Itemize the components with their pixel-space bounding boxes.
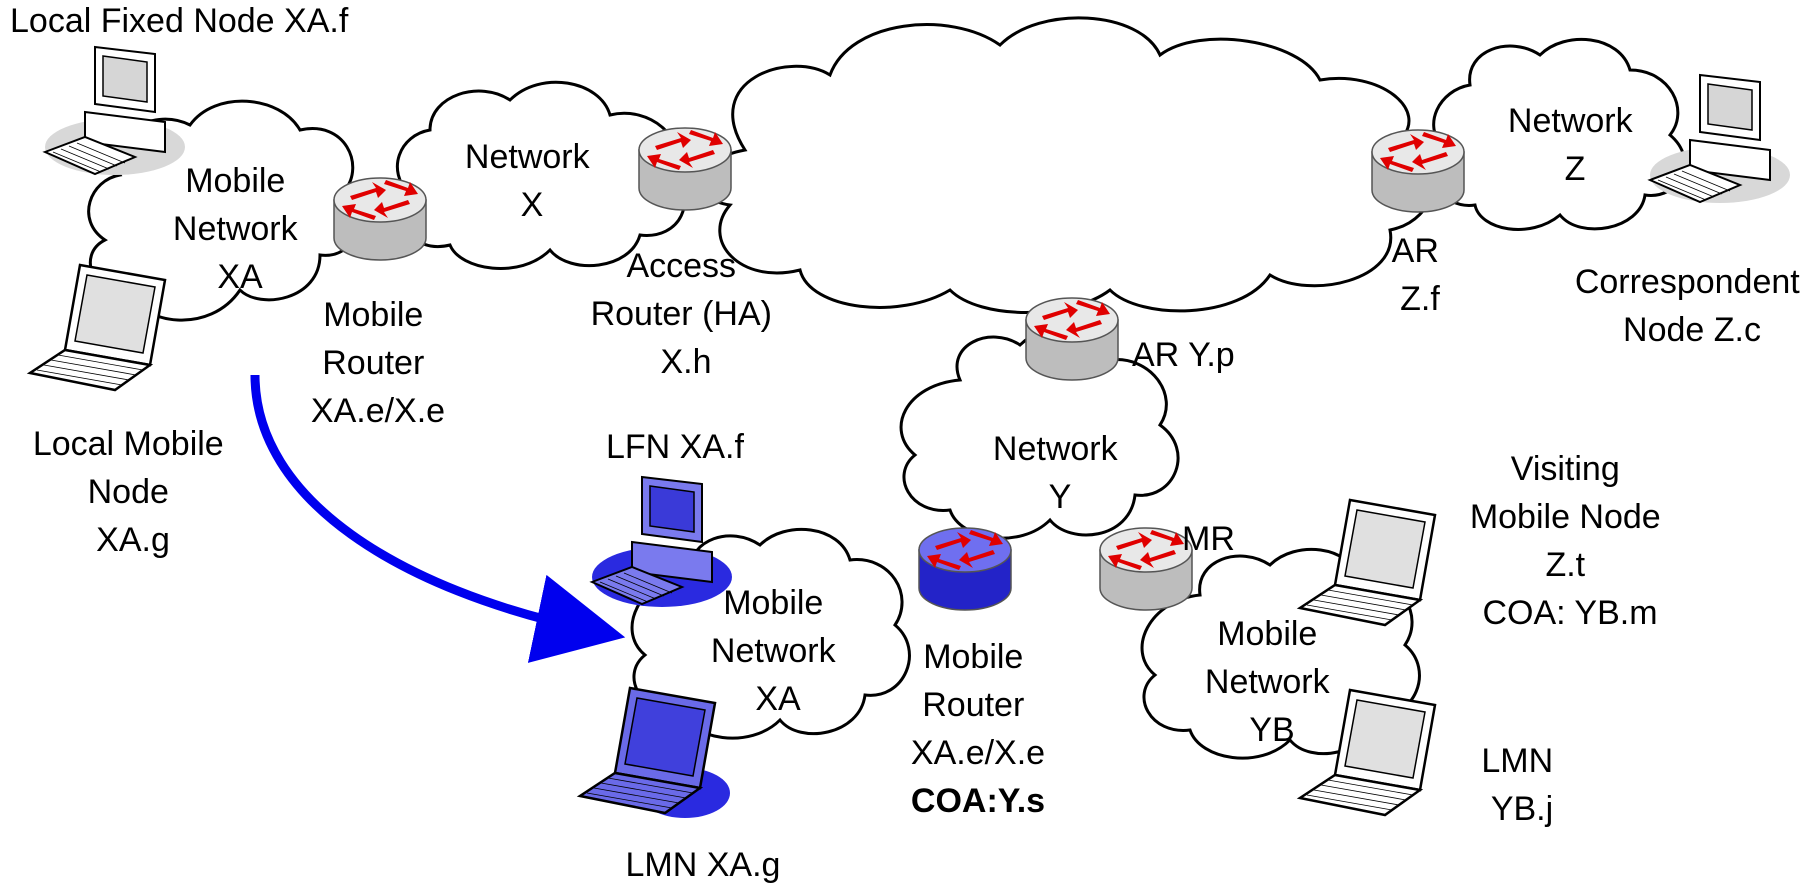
- ar-z-router-icon: [1371, 129, 1465, 213]
- mobile-router-bottom-label: Mobile Router XA.e/X.e: [911, 638, 1045, 772]
- mr-label: MR: [1182, 520, 1235, 558]
- cloud-internet-core: [700, 16, 1435, 314]
- local-fixed-node-desktop-computer-icon: [42, 45, 185, 176]
- ar-z-label: AR Z.f: [1392, 232, 1449, 318]
- lmn-ybj-laptop-icon: [1296, 688, 1437, 817]
- network-z-label: Network Z: [1508, 102, 1642, 188]
- local-fixed-node-label: Local Fixed Node XA.f: [10, 2, 349, 40]
- movement-arrow: [250, 374, 626, 663]
- lfn-xaf-desktop-computer-icon: [589, 475, 732, 607]
- mobile-network-yb-label: Mobile Network YB: [1205, 615, 1339, 749]
- lfn-xaf-label: LFN XA.f: [606, 428, 744, 466]
- local-mobile-node-laptop-icon: [26, 263, 167, 392]
- mobile-router-bottom-router-icon: [918, 527, 1012, 611]
- lmn-ybj-label: LMN YB.j: [1481, 742, 1562, 828]
- mobile-network-xa-bottom-label: Mobile Network XA: [711, 584, 845, 718]
- ar-yp-label: AR Y.p: [1132, 336, 1235, 374]
- correspondent-node-desktop-computer-icon: [1647, 73, 1790, 204]
- mobile-router-coa-label: COA:Y.s: [911, 782, 1045, 820]
- local-mobile-node-label: Local Mobile Node XA.g: [33, 425, 233, 559]
- mr-router-icon: [1099, 527, 1193, 611]
- visiting-mobile-node-label: Visiting Mobile Node Z.t COA: YB.m: [1470, 450, 1670, 632]
- mobile-router-top-label: Mobile Router XA.e/X.e: [311, 296, 445, 430]
- network-y-label: Network Y: [993, 430, 1127, 516]
- visiting-mobile-node-laptop-icon: [1296, 498, 1437, 627]
- correspondent-node-label: Correspondent Node Z.c: [1575, 263, 1805, 349]
- access-router-router-icon: [638, 127, 732, 211]
- mobile-network-xa-top-label: Mobile Network XA: [173, 162, 307, 296]
- access-router-label: Access Router (HA) X.h: [591, 247, 782, 381]
- mobile-router-top-router-icon: [333, 177, 427, 261]
- lmn-xag-label: LMN XA.g: [626, 846, 781, 884]
- network-x-label: Network X: [465, 138, 599, 224]
- lmn-xag-laptop-icon: [576, 686, 730, 818]
- ar-yp-router-icon: [1025, 297, 1119, 381]
